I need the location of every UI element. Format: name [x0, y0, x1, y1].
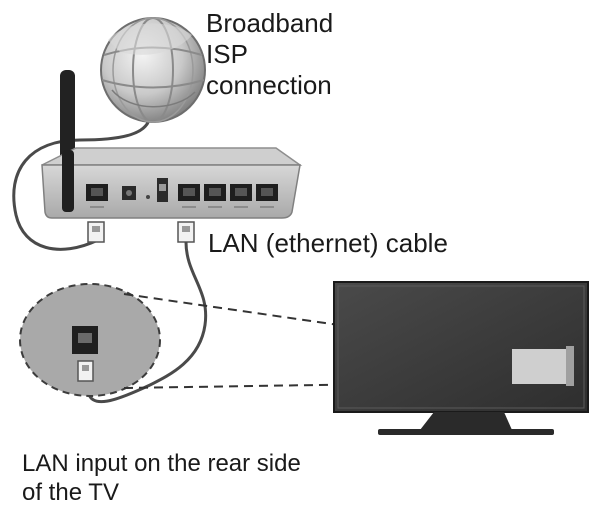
ethernet-port-icon	[72, 326, 98, 354]
tv-lan-panel	[512, 349, 568, 384]
lan-input-label: LAN input on the rear side of the TV	[22, 449, 301, 507]
isp-cable	[12, 111, 152, 251]
lan-input-inset	[19, 283, 161, 397]
ethernet-plug-icon	[87, 221, 195, 243]
isp-label-line-2: ISP	[206, 39, 248, 69]
isp-label-line-3: connection	[206, 70, 332, 100]
router-icon	[41, 70, 303, 219]
lan-input-label-line-2: of the TV	[22, 479, 119, 506]
lan-cable-label: LAN (ethernet) cable	[208, 228, 448, 258]
leader-line-top	[123, 293, 513, 351]
globe-icon	[100, 17, 206, 123]
lan-input-label-line-1: LAN input on the rear side	[22, 450, 301, 477]
isp-connection-label: Broadband ISP connection	[206, 8, 333, 101]
lan-cable	[86, 241, 208, 404]
isp-label-line-1: Broadband	[206, 8, 334, 38]
tv-icon	[333, 281, 589, 435]
ethernet-plug-icon	[77, 360, 94, 382]
